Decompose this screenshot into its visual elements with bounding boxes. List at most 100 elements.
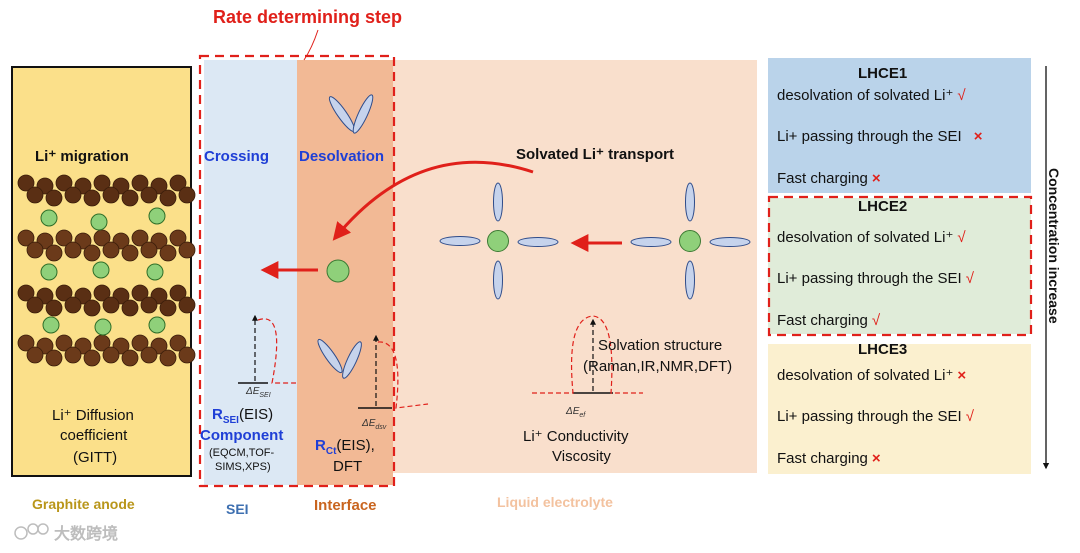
check-mark-icon: √ bbox=[965, 408, 974, 425]
interface-barrier-label: ΔEdsv bbox=[362, 418, 387, 431]
lhce-title: LHCE1 bbox=[858, 65, 908, 82]
lhce-row-text: desolvation of solvated Li⁺ bbox=[777, 87, 954, 104]
diffusion-label-2: coefficient bbox=[60, 427, 128, 444]
carbon-atom bbox=[121, 244, 139, 262]
check-mark-icon: √ bbox=[965, 270, 974, 287]
li-ion-intercalated bbox=[94, 318, 112, 336]
carbon-atom bbox=[83, 299, 101, 317]
electrolyte-energy-barrier bbox=[532, 315, 643, 394]
carbon-atom bbox=[140, 186, 158, 204]
lhce-title: LHCE2 bbox=[858, 198, 908, 215]
sei-label: SEI bbox=[226, 501, 249, 517]
carbon-atom bbox=[131, 174, 149, 192]
solvent-molecule-icon bbox=[317, 338, 343, 374]
lhce-row-text: Li+ passing through the SEI bbox=[777, 128, 962, 145]
viscosity-label: Viscosity bbox=[552, 448, 611, 465]
concentration-axis-label: Concentration increase bbox=[1046, 168, 1062, 324]
carbon-atom bbox=[178, 346, 196, 364]
carbon-atom bbox=[102, 186, 120, 204]
solvated-li-ion-2 bbox=[630, 182, 751, 300]
solvated-li-ion-1 bbox=[439, 182, 559, 300]
carbon-atom bbox=[121, 189, 139, 207]
carbon-atom bbox=[64, 346, 82, 364]
sei-methods-2: SIMS,XPS) bbox=[215, 461, 271, 473]
carbon-atom bbox=[55, 174, 73, 192]
carbon-atom bbox=[169, 334, 187, 352]
sei-panel bbox=[204, 60, 297, 485]
lhce-row: desolvation of solvated Li⁺√ bbox=[777, 228, 966, 246]
carbon-atom bbox=[26, 186, 44, 204]
lhce2-dashed-box bbox=[767, 195, 1033, 337]
lhce-row: Fast charging× bbox=[777, 450, 881, 467]
interface-resistance-label: RCt(EIS), bbox=[315, 437, 375, 457]
sei-resistance-label: RSEI(EIS) bbox=[212, 406, 274, 426]
carbon-atom bbox=[55, 284, 73, 302]
lhce-row-text: Fast charging bbox=[777, 170, 868, 187]
carbon-atom bbox=[131, 334, 149, 352]
carbon-atom bbox=[169, 284, 187, 302]
carbon-atom bbox=[178, 186, 196, 204]
carbon-atom bbox=[55, 334, 73, 352]
component-label: Component bbox=[200, 427, 284, 444]
title-pointer bbox=[303, 29, 319, 61]
lhce1-panel bbox=[768, 58, 1031, 193]
carbon-atom bbox=[140, 346, 158, 364]
carbon-atom bbox=[131, 229, 149, 247]
carbon-atom bbox=[102, 346, 120, 364]
carbon-atom bbox=[159, 244, 177, 262]
li-ion-interface bbox=[326, 259, 350, 283]
cross-mark-icon: × bbox=[957, 367, 967, 384]
solvation-structure-label: Solvation structure bbox=[598, 337, 723, 354]
lhce-row-text: Li+ passing through the SEI bbox=[777, 408, 962, 425]
lhce-row: Li+ passing through the SEI√ bbox=[777, 270, 974, 287]
carbon-atom bbox=[64, 241, 82, 259]
electrolyte-barrier-label: ΔEef bbox=[566, 406, 586, 419]
lhce-row: Li+ passing through the SEI× bbox=[777, 128, 982, 145]
carbon-atom bbox=[140, 241, 158, 259]
conductivity-label: Li⁺ Conductivity bbox=[523, 428, 629, 445]
carbon-atom bbox=[45, 189, 63, 207]
carbon-atom bbox=[102, 296, 120, 314]
watermark-logo-icon bbox=[14, 523, 49, 540]
carbon-atom bbox=[26, 296, 44, 314]
carbon-atom bbox=[83, 244, 101, 262]
carbon-atom bbox=[45, 299, 63, 317]
sei-energy-barrier bbox=[238, 314, 296, 384]
carbon-atom bbox=[26, 346, 44, 364]
carbon-atom bbox=[45, 244, 63, 262]
carbon-atom bbox=[45, 349, 63, 367]
li-migration-label: Li⁺ migration bbox=[35, 148, 129, 165]
carbon-atom bbox=[17, 174, 35, 192]
carbon-atom bbox=[159, 299, 177, 317]
li-ion-intercalated bbox=[146, 263, 164, 281]
watermark-text: 大数跨境 bbox=[54, 526, 119, 543]
carbon-atom bbox=[64, 296, 82, 314]
carbon-atom bbox=[169, 229, 187, 247]
carbon-atom bbox=[121, 299, 139, 317]
carbon-atom bbox=[83, 349, 101, 367]
rate-determining-box bbox=[198, 54, 396, 488]
carbon-atom bbox=[26, 241, 44, 259]
lhce-row: desolvation of solvated Li⁺√ bbox=[777, 86, 966, 104]
carbon-atom bbox=[131, 284, 149, 302]
check-mark-icon: √ bbox=[871, 312, 881, 329]
sei-barrier-label: ΔESEI bbox=[246, 386, 271, 399]
carbon-atom bbox=[121, 349, 139, 367]
carbon-atom bbox=[93, 229, 111, 247]
carbon-atom bbox=[17, 284, 35, 302]
lhce3-panel bbox=[768, 344, 1031, 474]
carbon-atom bbox=[93, 174, 111, 192]
lhce-row-text: Fast charging bbox=[777, 312, 868, 329]
interface-energy-barrier bbox=[358, 334, 429, 409]
li-ion-intercalated bbox=[40, 263, 58, 281]
sei-methods-1: (EQCM,TOF- bbox=[209, 447, 275, 459]
rate-determining-title: Rate determining step bbox=[213, 7, 403, 27]
diffusion-label-3: (GITT) bbox=[73, 449, 118, 466]
carbon-atom bbox=[178, 296, 196, 314]
li-ion-intercalated bbox=[92, 261, 110, 279]
lhce-row: Fast charging√ bbox=[777, 312, 880, 329]
li-ion-intercalated bbox=[40, 209, 58, 227]
li-ion-intercalated bbox=[148, 207, 166, 225]
solvation-methods-label: (Raman,IR,NMR,DFT) bbox=[583, 358, 733, 375]
